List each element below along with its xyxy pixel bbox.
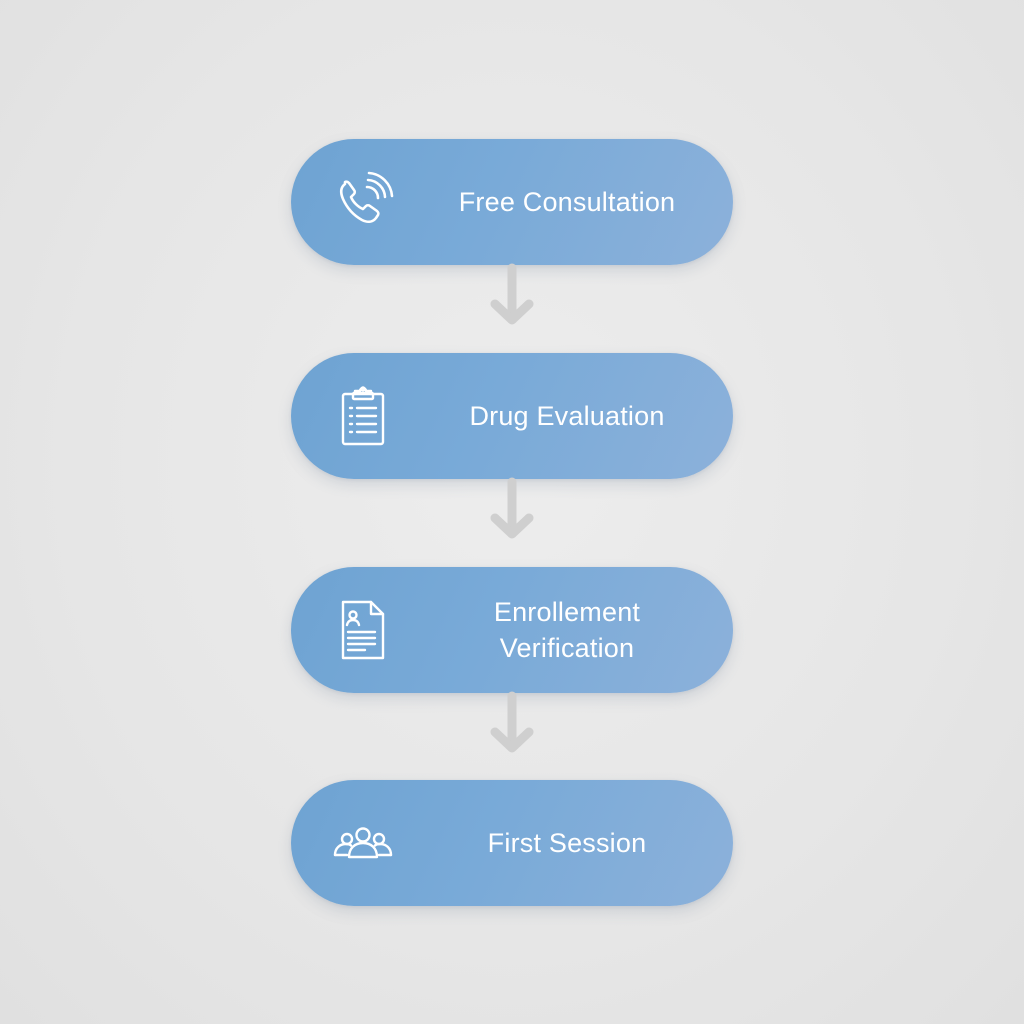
arrow-down-icon: [488, 690, 536, 760]
step-label: Free Consultation: [458, 187, 676, 217]
step-drug-evaluation[interactable]: Drug Evaluation: [291, 353, 733, 479]
group-icon: [331, 811, 395, 875]
step-label: First Session: [487, 828, 647, 858]
step-enrollment-verification[interactable]: Enrollement Verification: [291, 567, 733, 693]
phone-icon: [331, 170, 395, 234]
step-label: Drug Evaluation: [469, 401, 665, 431]
document-profile-icon: [331, 598, 395, 662]
step-first-session[interactable]: First Session: [291, 780, 733, 906]
arrow-down-icon: [488, 262, 536, 332]
step-label: Enrollement Verification: [493, 597, 641, 663]
step-free-consultation[interactable]: Free Consultation: [291, 139, 733, 265]
clipboard-icon: [331, 384, 395, 448]
arrow-down-icon: [488, 476, 536, 546]
